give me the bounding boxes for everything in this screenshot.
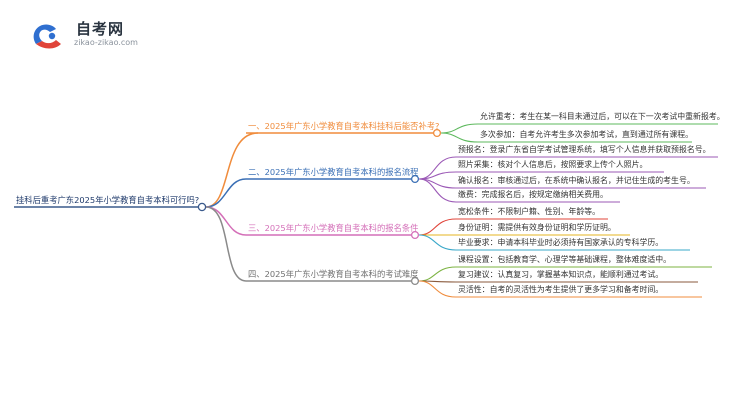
root-node-circle (197, 202, 207, 212)
branch-2-leaf-1[interactable]: 预报名：登录广东省自学考试管理系统，填写个人信息并获取预报名号。 (458, 145, 711, 154)
branch-4-leaf-2[interactable]: 复习建议：认真复习，掌握基本知识点，能顺利通过考试。 (458, 270, 664, 279)
branch-3-node-circle (410, 230, 420, 240)
branch-1-label[interactable]: 一、2025年广东小学教育自考本科挂科后能否补考? (248, 121, 440, 131)
branch-1-leaf-2-connector (440, 132, 479, 143)
branch-1-leaf-2[interactable]: 多次参加：自考允许考生多次参加考试，直到通过所有课程。 (480, 130, 694, 139)
branch-4-leaf-1[interactable]: 课程设置：包括教育学、心理学等基础课程，整体难度适中。 (458, 255, 672, 264)
branch-3-leaf-1-connector (418, 218, 457, 236)
branch-4-node-circle (410, 276, 420, 286)
branch-1-connector (205, 132, 259, 208)
branch-2-leaf-2[interactable]: 照片采集：核对个人信息后，按照要求上传个人照片。 (458, 160, 648, 169)
branch-4-leaf-3-connector (418, 280, 457, 298)
branch-3-label[interactable]: 三、2025年广东小学教育自考本科的报名条件 (248, 223, 419, 233)
branch-1-leaf-1[interactable]: 允许重考：考生在某一科目未通过后，可以在下一次考试中重新报考。 (480, 112, 725, 121)
branch-1-node-circle (432, 128, 442, 138)
logo-subtitle: zikao-zikao.com (74, 38, 138, 47)
logo-mark-icon (33, 24, 61, 49)
branch-2-leaf-1-connector (418, 156, 457, 180)
branch-2-connector (205, 178, 247, 208)
branch-1-leaf-1-connector (440, 123, 479, 134)
logo-title: 自考网 (76, 20, 125, 38)
mindmap-root[interactable]: 挂科后重考广东2025年小学教育自考本科可行吗? (16, 195, 200, 205)
branch-2-node-circle (410, 174, 420, 184)
branch-4-leaf-3[interactable]: 灵活性：自考的灵活性为考生提供了更多学习和备考时间。 (458, 285, 664, 294)
branch-2-leaf-4[interactable]: 缴费：完成报名后，按规定缴纳相关费用。 (458, 190, 608, 199)
branch-4-leaf-1-connector (418, 266, 457, 282)
branch-3-leaf-3-connector (418, 234, 457, 251)
branch-3-leaf-3[interactable]: 毕业要求：申请本科毕业时必须持有国家承认的专科学历。 (458, 238, 664, 247)
branch-3-connector (205, 206, 247, 236)
branch-3-leaf-1[interactable]: 宽松条件：不限制户籍、性别、年龄等。 (458, 207, 601, 216)
branch-2-leaf-4-connector (418, 178, 457, 203)
branch-2-label[interactable]: 二、2025年广东小学教育自考本科的报名流程 (248, 167, 419, 177)
branch-4-label[interactable]: 四、2025年广东小学教育自考本科的考试难度 (248, 269, 419, 279)
branch-3-leaf-2[interactable]: 身份证明：需提供有效身份证明和学历证明。 (458, 223, 616, 232)
branch-2-leaf-3[interactable]: 确认报名：审核通过后，在系统中确认报名，并记住生成的考生号。 (458, 176, 695, 185)
site-logo[interactable]: 自考网 zikao-zikao.com (28, 18, 178, 52)
branch-4-connector (205, 206, 247, 282)
